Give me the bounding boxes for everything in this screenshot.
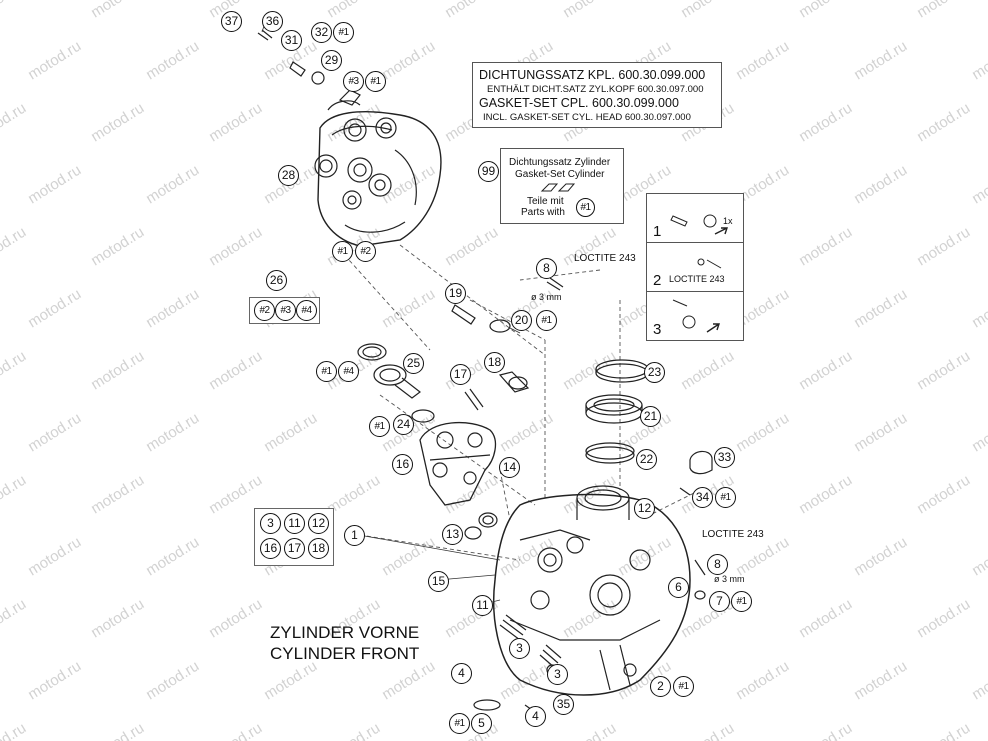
cyl-gasket-title-2: Gasket-Set Cylinder <box>515 169 605 180</box>
callout: 7 <box>709 591 730 612</box>
callout: 4 <box>451 663 472 684</box>
group-1-item: 12 <box>308 513 329 534</box>
gasket-set-box: DICHTUNGSSATZ KPL. 600.30.099.000 ENTHÄL… <box>472 62 722 128</box>
group-1-item: 16 <box>260 538 281 559</box>
callout: 3 <box>509 638 530 659</box>
callout: #1 <box>332 241 353 262</box>
callout: #3 <box>343 71 364 92</box>
callout: #4 <box>338 361 359 382</box>
cyl-gasket-parts-2: Parts with <box>521 207 565 218</box>
callout: 19 <box>445 283 466 304</box>
callout: 22 <box>636 449 657 470</box>
gasket-line-4: INCL. GASKET-SET CYL. HEAD 600.30.097.00… <box>483 112 691 123</box>
callout: #1 <box>369 416 390 437</box>
gasket-line-1: DICHTUNGSSATZ KPL. 600.30.099.000 <box>479 68 706 82</box>
step-2-number: 2 <box>653 272 662 289</box>
callout: 4 <box>525 706 546 727</box>
caption-line-2: CYLINDER FRONT <box>270 644 420 663</box>
callout: 36 <box>262 11 283 32</box>
callout: 37 <box>221 11 242 32</box>
group-1-item: 17 <box>284 538 305 559</box>
step-divider <box>647 242 743 243</box>
callout: 11 <box>472 595 493 616</box>
callout: 16 <box>392 454 413 475</box>
callout: 3 <box>547 664 568 685</box>
callout: 15 <box>428 571 449 592</box>
callout: 34 <box>692 487 713 508</box>
loctite-label-lower: LOCTITE 243 <box>702 529 764 540</box>
rotate-arrow-icon <box>703 214 717 228</box>
callout: 25 <box>403 353 424 374</box>
callout: 2 <box>650 676 671 697</box>
callout: 8 <box>536 258 557 279</box>
diameter-label-upper: ø 3 mm <box>531 292 562 302</box>
cyl-gasket-title-1: Dichtungssatz Zylinder <box>509 157 611 168</box>
group-26-item: #2 <box>254 300 275 321</box>
group-1-item: 18 <box>308 538 329 559</box>
callout: #1 <box>731 591 752 612</box>
callout: #1 <box>316 361 337 382</box>
callout: 12 <box>634 498 655 519</box>
steps-illustration <box>670 214 728 333</box>
diameter-label-lower: ø 3 mm <box>714 574 745 584</box>
loctite-label-upper: LOCTITE 243 <box>574 253 636 264</box>
diagram-caption: ZYLINDER VORNE CYLINDER FRONT <box>270 622 419 664</box>
gasket-logo-icon <box>540 183 576 192</box>
callout: 29 <box>321 50 342 71</box>
callout: 6 <box>668 577 689 598</box>
valve-cover-drawing <box>257 29 442 247</box>
step-2-note: LOCTITE 243 <box>669 274 725 284</box>
gasket-line-2: ENTHÄLT DICHT.SATZ ZYL.KOPF 600.30.097.0… <box>487 84 704 95</box>
group-1-box: 3 11 12 16 17 18 <box>254 508 334 566</box>
callout: #1 <box>673 676 694 697</box>
cyl-gasket-marker: #1 <box>576 198 595 217</box>
callout: #2 <box>355 241 376 262</box>
callout-99: 99 <box>478 161 499 182</box>
callout: 17 <box>450 364 471 385</box>
cyl-gasket-parts-1: Teile mit <box>527 196 564 207</box>
group-26-box: #2 #3 #4 <box>249 297 320 324</box>
cylinder-head-drawing <box>492 485 691 696</box>
callout: 24 <box>393 414 414 435</box>
assembly-steps-box: 1 2 3 1x LOCTITE 243 <box>646 193 744 341</box>
callout: #1 <box>365 71 386 92</box>
callout: 21 <box>640 406 661 427</box>
callout: #1 <box>536 310 557 331</box>
callout: 31 <box>281 30 302 51</box>
gasket-line-3: GASKET-SET CPL. 600.30.099.000 <box>479 96 679 110</box>
callout: 14 <box>499 457 520 478</box>
callout: 8 <box>707 554 728 575</box>
callout: #1 <box>449 713 470 734</box>
step-1-number: 1 <box>653 223 662 240</box>
cylinder-gasket-box: Dichtungssatz Zylinder Gasket-Set Cylind… <box>500 148 624 224</box>
rotate-arrow-icon <box>682 315 696 329</box>
callout: 28 <box>278 165 299 186</box>
callout: 13 <box>442 524 463 545</box>
callout: 35 <box>553 694 574 715</box>
callout: 20 <box>511 310 532 331</box>
cam-carrier-drawing <box>419 421 497 506</box>
caption-line-1: ZYLINDER VORNE <box>270 623 420 642</box>
callout: 5 <box>471 713 492 734</box>
group-26-item: #3 <box>275 300 296 321</box>
step-3-number: 3 <box>653 321 662 338</box>
step-divider <box>647 291 743 292</box>
callout: 1 <box>344 525 365 546</box>
callout: #1 <box>715 487 736 508</box>
callout: #1 <box>333 22 354 43</box>
callout: 32 <box>311 22 332 43</box>
callout: 18 <box>484 352 505 373</box>
group-26-item: #4 <box>296 300 317 321</box>
group-1-item: 3 <box>260 513 281 534</box>
step-1-note: 1x <box>723 216 733 226</box>
group-1-item: 11 <box>284 513 305 534</box>
callout: 23 <box>644 362 665 383</box>
callout: 33 <box>714 447 735 468</box>
callout-26: 26 <box>266 270 287 291</box>
